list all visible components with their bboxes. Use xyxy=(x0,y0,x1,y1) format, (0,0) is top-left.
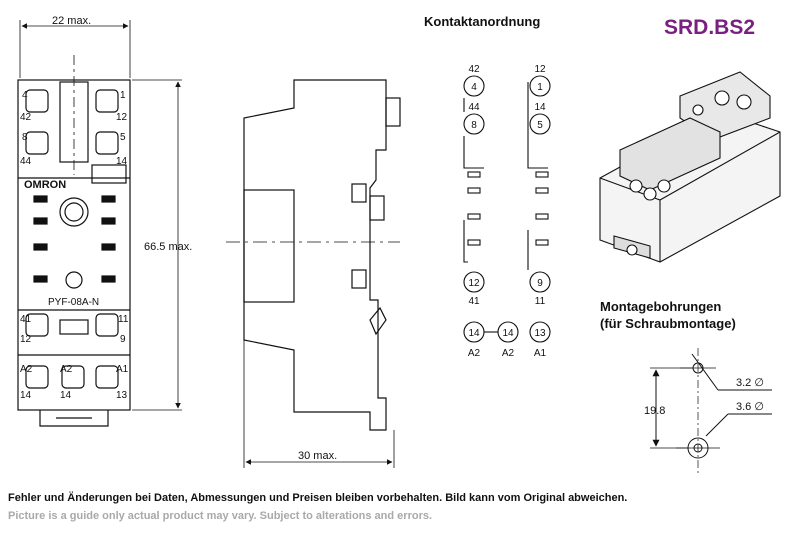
terminal-label: 14 xyxy=(116,156,128,167)
front-view-labels: 4 1 42 12 8 5 44 14 OMRON PYF-08A-N 41 1… xyxy=(20,15,192,401)
front-view xyxy=(17,20,182,427)
terminal-label: 41 xyxy=(20,314,32,325)
hole-spacing-dimension: 19.8 xyxy=(644,405,665,417)
disclaimer-german: Fehler und Änderungen bei Daten, Abmessu… xyxy=(8,492,628,504)
terminal-label: 44 xyxy=(20,156,32,167)
schematic-label: 12 xyxy=(534,64,546,75)
height-dimension: 66.5 max. xyxy=(144,241,192,253)
coil-label: A2 xyxy=(468,348,481,359)
width-dimension: 22 max. xyxy=(52,15,91,27)
schematic-circle-label: 4 xyxy=(471,82,477,93)
schematic-circle-label: 12 xyxy=(468,278,480,289)
terminal-label: A2 xyxy=(20,364,33,375)
schematic-circle-label: 8 xyxy=(471,120,477,131)
large-hole-diameter: 3.6 ∅ xyxy=(736,401,764,413)
mounting-heading-line2: (für Schraubmontage) xyxy=(600,316,736,331)
coil-label: A2 xyxy=(502,348,515,359)
small-hole-diameter: 3.2 ∅ xyxy=(736,377,764,389)
terminal-label: 1 xyxy=(120,90,126,101)
terminal-label: 5 xyxy=(120,132,126,143)
mounting-heading-line1: Montagebohrungen xyxy=(600,299,722,314)
schematic-circle-label: 9 xyxy=(537,278,543,289)
contact-schematic xyxy=(463,75,551,343)
socket-3d-illustration xyxy=(599,71,781,263)
schematic-label: 42 xyxy=(468,64,480,75)
schematic-labels: 42 4 44 8 12 1 14 5 12 41 9 11 14 14 13 … xyxy=(468,64,547,359)
terminal-label: 14 xyxy=(20,390,32,401)
coil-terminal-label: 14 xyxy=(468,328,480,339)
terminal-label: 42 xyxy=(20,112,32,123)
schematic-circle-label: 5 xyxy=(537,120,543,131)
brand-logo-text: OMRON xyxy=(24,179,66,191)
schematic-circle-label: 1 xyxy=(537,82,543,93)
contact-arrangement-heading: Kontaktanordnung xyxy=(424,14,541,29)
terminal-label: 12 xyxy=(20,334,32,345)
terminal-label: 9 xyxy=(120,334,126,345)
terminal-label: 14 xyxy=(60,390,72,401)
disclaimer-english: Picture is a guide only actual product m… xyxy=(8,510,433,522)
coil-terminal-label: 13 xyxy=(534,328,546,339)
terminal-label: A2 xyxy=(60,364,73,375)
product-code: SRD.BS2 xyxy=(664,16,756,39)
schematic-label: 14 xyxy=(534,102,546,113)
schematic-label: 41 xyxy=(468,296,480,307)
mounting-holes-heading: Montagebohrungen (für Schraubmontage) xyxy=(600,298,736,332)
terminal-label: 4 xyxy=(22,90,28,101)
mounting-holes-diagram xyxy=(650,348,772,474)
coil-label: A1 xyxy=(534,348,547,359)
terminal-label: A1 xyxy=(116,364,129,375)
side-view xyxy=(226,79,401,468)
terminal-label: 13 xyxy=(116,390,128,401)
depth-dimension: 30 max. xyxy=(298,450,337,462)
terminal-label: 8 xyxy=(22,132,28,143)
schematic-label: 11 xyxy=(535,296,546,307)
schematic-label: 44 xyxy=(468,102,480,113)
coil-terminal-label: 14 xyxy=(502,328,514,339)
model-label: PYF-08A-N xyxy=(48,297,99,308)
terminal-label: 12 xyxy=(116,112,128,123)
terminal-label: 11 xyxy=(118,314,129,325)
